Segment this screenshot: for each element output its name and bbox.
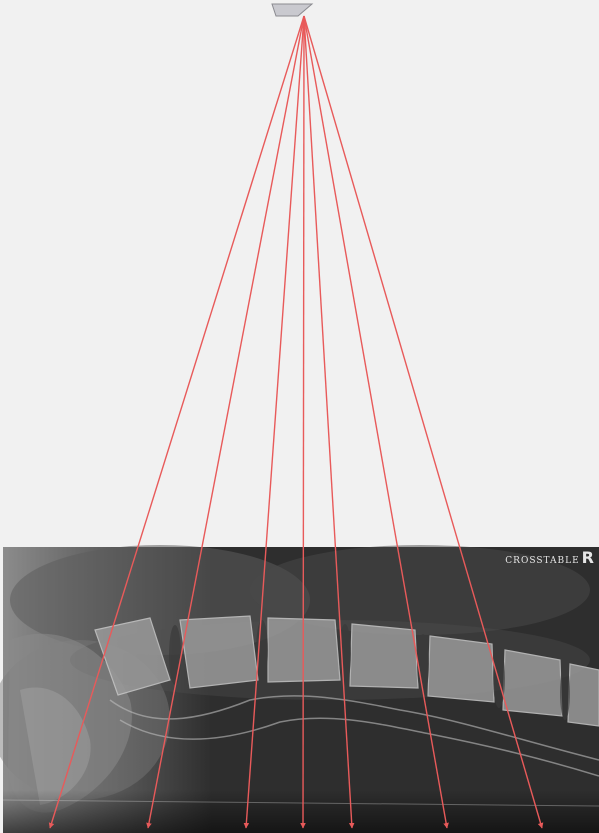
xray-view-label: CROSSTABLE R	[505, 548, 595, 567]
side-marker: R	[582, 548, 595, 567]
xray-source	[272, 4, 312, 16]
crosstable-label: CROSSTABLE	[505, 556, 579, 566]
radiograph-image	[0, 545, 599, 833]
ray-4	[303, 16, 304, 828]
